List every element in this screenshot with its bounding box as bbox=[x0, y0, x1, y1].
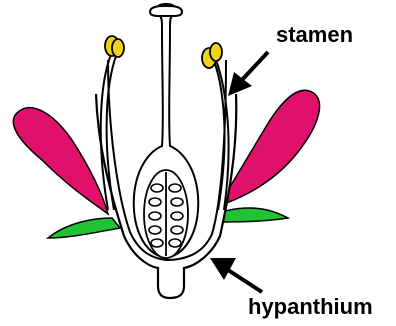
ovule bbox=[169, 239, 181, 247]
hypanthium-arrow bbox=[210, 258, 262, 292]
ovule bbox=[149, 198, 161, 206]
ovule bbox=[151, 184, 163, 192]
ovule bbox=[149, 226, 161, 234]
stamen-label: stamen bbox=[276, 22, 353, 47]
right-anther-lobe-front bbox=[210, 43, 222, 61]
stamen-arrow bbox=[228, 52, 268, 96]
ovule bbox=[169, 184, 181, 192]
ovule bbox=[171, 212, 183, 220]
ovule bbox=[149, 212, 161, 220]
left-anther-lobe-front bbox=[112, 39, 124, 57]
ovule bbox=[151, 239, 163, 247]
hypanthium-label: hypanthium bbox=[248, 294, 373, 319]
left-petal bbox=[13, 108, 108, 214]
ovule bbox=[171, 226, 183, 234]
ovule bbox=[171, 198, 183, 206]
stigma-tip bbox=[150, 6, 182, 16]
left-sepal bbox=[48, 218, 120, 238]
